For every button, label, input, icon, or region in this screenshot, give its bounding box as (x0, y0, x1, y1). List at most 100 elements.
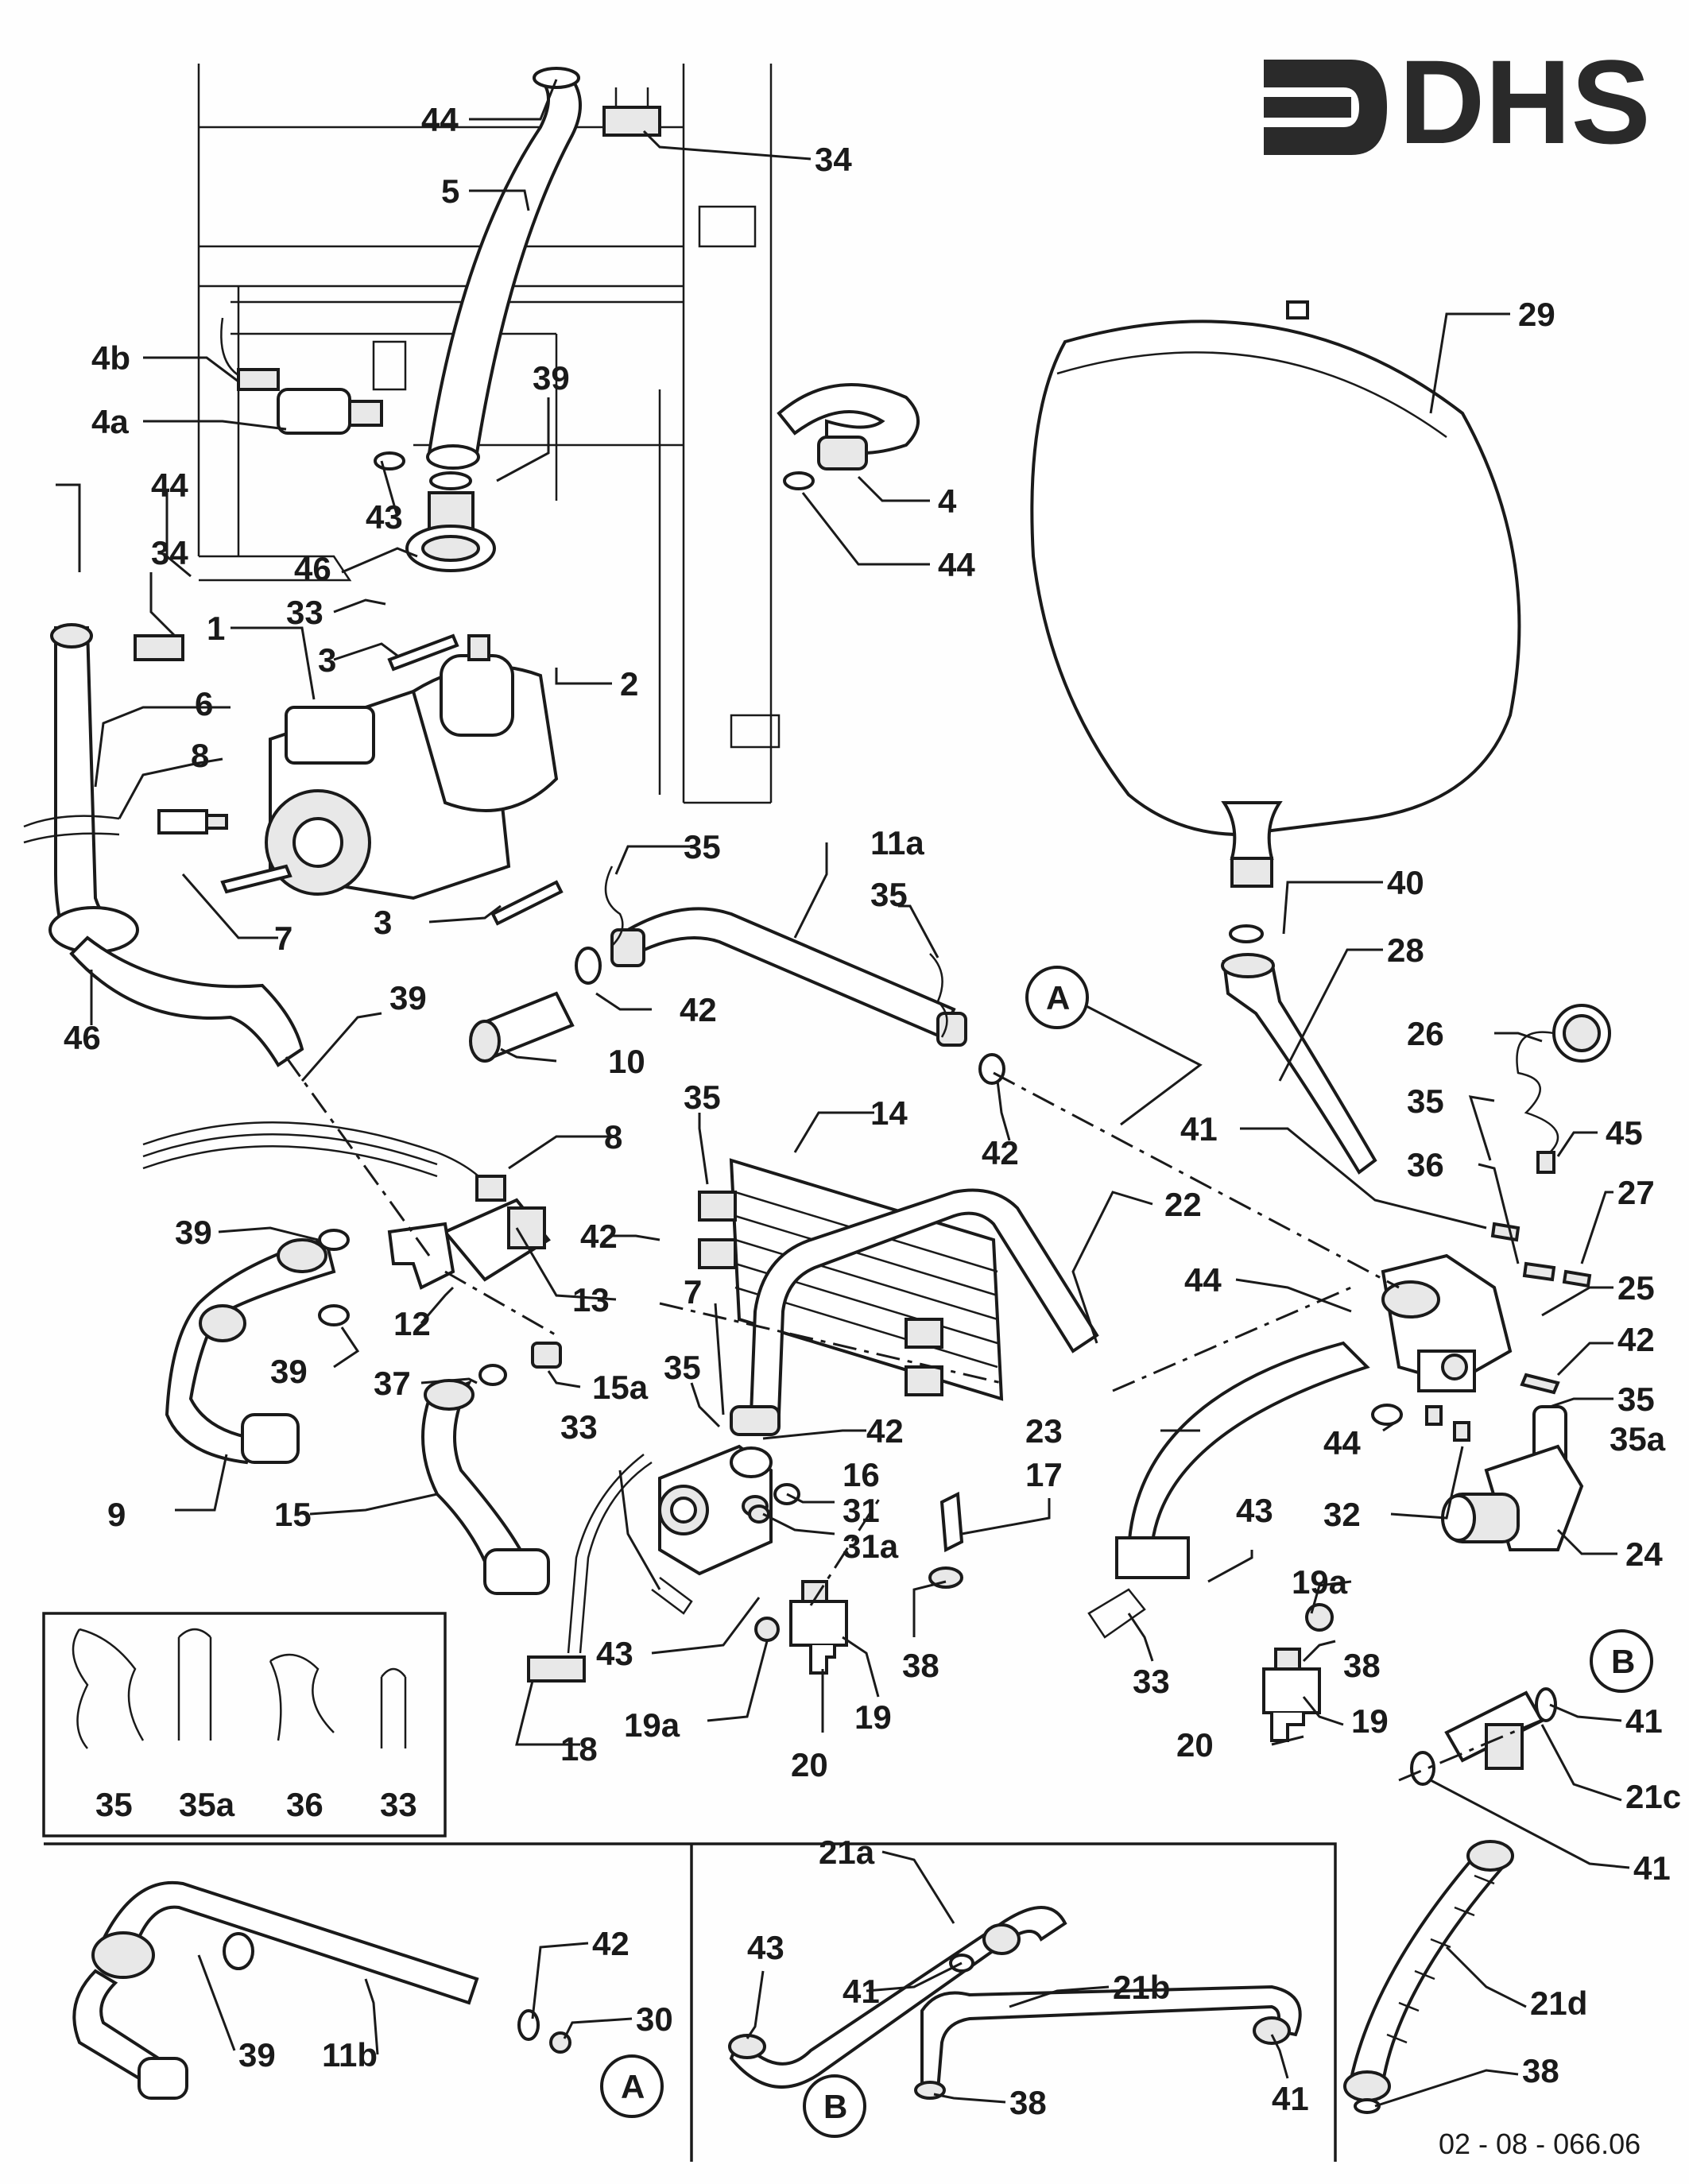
fitting-15a (478, 1342, 562, 1386)
callout-34: 34 (151, 534, 188, 571)
callout-4a: 4a (91, 403, 129, 440)
callout-42: 42 (1617, 1321, 1655, 1358)
callout-24: 24 (1625, 1535, 1663, 1573)
callout-30: 30 (636, 2000, 673, 2038)
part-17 (928, 1491, 964, 1589)
callout-2: 2 (620, 665, 638, 703)
ref-letter-b: B (1611, 1643, 1635, 1680)
legend-labels: 35 35a 36 33 (95, 1786, 417, 1823)
callout-42: 42 (680, 991, 717, 1028)
callout-19a: 19a (1292, 1563, 1348, 1601)
pipe-5 (426, 67, 582, 470)
clips-35-mid (604, 865, 948, 1038)
callout-18: 18 (560, 1730, 598, 1768)
callout-44: 44 (421, 101, 459, 138)
ref-circle-a-bottom (600, 2054, 664, 2118)
callout-8: 8 (191, 737, 209, 774)
callout-38: 38 (902, 1647, 939, 1684)
callout-35: 35 (684, 1078, 721, 1116)
callout-21a: 21a (819, 1834, 875, 1871)
callout-45: 45 (1606, 1114, 1643, 1152)
legend-36: 36 (286, 1786, 323, 1823)
callout-42: 42 (866, 1412, 904, 1450)
callout-20: 20 (791, 1746, 828, 1783)
ref-circle-b-bottom (803, 2074, 866, 2138)
clip-34-top (602, 87, 661, 137)
callout-31a: 31a (843, 1528, 899, 1565)
callout-43: 43 (747, 1929, 784, 1966)
clips-right (1490, 1222, 1592, 1395)
ref-letter-a: A (1046, 979, 1070, 1016)
ref-circles (600, 966, 1653, 2138)
air-vent-2 (440, 634, 514, 737)
callout-14: 14 (870, 1094, 908, 1132)
elbow-12 (387, 1222, 455, 1290)
callout-43: 43 (366, 498, 403, 536)
callout-39: 39 (175, 1214, 212, 1251)
pipe-21b (914, 1985, 1302, 2100)
part-31 (748, 1483, 800, 1524)
callout-38: 38 (1009, 2084, 1047, 2121)
ref-circle-letters: A B A B (621, 979, 1635, 2125)
sensor-13 (442, 1198, 551, 1282)
ref-circle-a-top (1025, 966, 1089, 1029)
legend-35a: 35a (179, 1786, 235, 1823)
callout-39: 39 (389, 979, 427, 1016)
pipe-6 (23, 623, 304, 1067)
callout-41: 41 (1180, 1110, 1218, 1148)
callout-41: 41 (1625, 1702, 1663, 1740)
fittings-top (374, 451, 496, 572)
callout-21c: 21c (1625, 1778, 1681, 1815)
valve-24 (1441, 1405, 1584, 1551)
callout-9: 9 (107, 1496, 126, 1533)
callout-15: 15 (274, 1496, 312, 1533)
callout-10: 10 (608, 1043, 645, 1080)
callout-41: 41 (1272, 2080, 1309, 2117)
callout-39: 39 (238, 2036, 276, 2074)
clip-34-left (134, 634, 184, 661)
callout-17: 17 (1025, 1456, 1063, 1493)
clip-33-left (651, 1577, 693, 1615)
bottom-panels (44, 1842, 1337, 2162)
callout-35: 35 (684, 828, 721, 865)
callout-44: 44 (151, 467, 188, 504)
callout-43: 43 (1236, 1492, 1273, 1529)
callout-26: 26 (1407, 1015, 1444, 1052)
pressure-gauge-26 (1516, 1004, 1611, 1174)
callout-41: 41 (1633, 1849, 1671, 1887)
callout-11a: 11a (870, 824, 924, 862)
leader-lines (56, 79, 1630, 2108)
callout-4: 4 (938, 482, 957, 520)
callout-29: 29 (1518, 296, 1555, 333)
pipe-22 (730, 1188, 1099, 1436)
callout-46: 46 (64, 1019, 101, 1056)
callout-27: 27 (1617, 1174, 1655, 1211)
callout-33: 33 (560, 1408, 598, 1446)
callout-40: 40 (1387, 864, 1424, 901)
expansion-vessel-29 (1030, 300, 1521, 888)
pipe-21a (728, 1906, 1067, 2089)
pipe-11b (72, 1880, 571, 2100)
pipe-11a (575, 907, 1005, 1085)
callout-44: 44 (1323, 1424, 1361, 1462)
pipe-23 (1115, 1341, 1403, 1579)
callout-35: 35 (1617, 1380, 1655, 1418)
callout-labels: 44 34 5 4b 4a 39 43 46 4 44 44 34 33 3 1… (64, 101, 1681, 2121)
callout-19: 19 (1351, 1702, 1389, 1740)
pipe-15 (421, 1379, 550, 1595)
callout-42: 42 (592, 1925, 630, 1962)
part-10 (469, 991, 575, 1063)
hose-21d (1343, 1840, 1514, 2114)
callout-15a: 15a (592, 1369, 649, 1406)
callout-35: 35 (1407, 1082, 1444, 1120)
callout-36: 36 (1407, 1146, 1444, 1183)
wiring-18 (527, 1454, 653, 1683)
dhs-logo: DHS (1264, 35, 1651, 168)
sensor-4a (220, 317, 383, 435)
tee-21c (1410, 1687, 1557, 1786)
ref-circle-b-right (1590, 1629, 1653, 1693)
callout-38: 38 (1522, 2052, 1559, 2089)
callout-19a: 19a (624, 1706, 680, 1744)
callout-6: 6 (195, 685, 213, 722)
callout-16: 16 (843, 1456, 880, 1493)
